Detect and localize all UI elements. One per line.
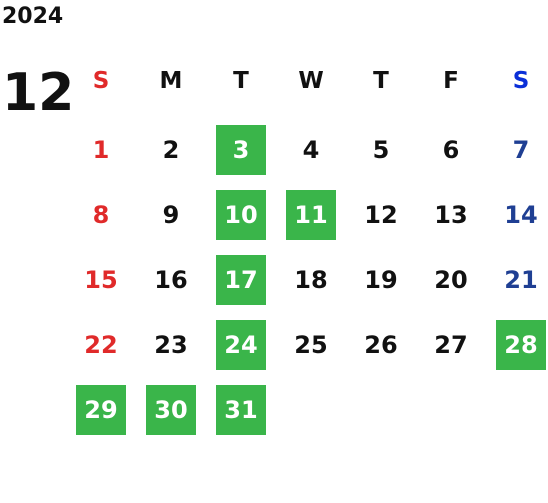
day-cell[interactable]: 6 bbox=[442, 136, 460, 164]
highlighted-day-cell[interactable]: 11 bbox=[286, 190, 336, 240]
highlighted-day-cell[interactable]: 3 bbox=[216, 125, 266, 175]
highlighted-day-cell[interactable]: 17 bbox=[216, 255, 266, 305]
day-cell[interactable]: 12 bbox=[364, 201, 398, 229]
highlighted-day-cell[interactable]: 28 bbox=[496, 320, 546, 370]
day-cell[interactable]: 4 bbox=[302, 136, 320, 164]
weekday-header-tue: T bbox=[233, 68, 249, 94]
day-cell[interactable]: 26 bbox=[364, 331, 398, 359]
day-cell[interactable]: 23 bbox=[154, 331, 188, 359]
day-cell[interactable]: 1 bbox=[92, 136, 110, 164]
day-cell[interactable]: 18 bbox=[294, 266, 328, 294]
weekday-header-mon: M bbox=[159, 68, 183, 94]
day-cell[interactable]: 15 bbox=[84, 266, 118, 294]
weekday-header-fri: F bbox=[443, 68, 459, 94]
day-cell[interactable]: 8 bbox=[92, 201, 110, 229]
day-cell[interactable]: 9 bbox=[162, 201, 180, 229]
month-label: 12 bbox=[2, 63, 75, 123]
day-cell[interactable]: 7 bbox=[512, 136, 530, 164]
highlighted-day-cell[interactable]: 24 bbox=[216, 320, 266, 370]
day-cell[interactable]: 27 bbox=[434, 331, 468, 359]
day-cell[interactable]: 13 bbox=[434, 201, 468, 229]
day-cell[interactable]: 14 bbox=[504, 201, 538, 229]
day-cell[interactable]: 5 bbox=[372, 136, 390, 164]
day-cell[interactable]: 19 bbox=[364, 266, 398, 294]
year-label: 2024 bbox=[2, 4, 64, 29]
weekday-header-wed: W bbox=[298, 68, 324, 94]
highlighted-day-cell[interactable]: 31 bbox=[216, 385, 266, 435]
day-cell[interactable]: 25 bbox=[294, 331, 328, 359]
weekday-header-thu: T bbox=[373, 68, 389, 94]
weekday-header-sat: S bbox=[512, 68, 530, 94]
day-cell[interactable]: 16 bbox=[154, 266, 188, 294]
day-cell[interactable]: 20 bbox=[434, 266, 468, 294]
highlighted-day-cell[interactable]: 10 bbox=[216, 190, 266, 240]
weekday-header-sun: S bbox=[92, 68, 110, 94]
day-cell[interactable]: 2 bbox=[162, 136, 180, 164]
day-cell[interactable]: 22 bbox=[84, 331, 118, 359]
day-cell[interactable]: 21 bbox=[504, 266, 538, 294]
highlighted-day-cell[interactable]: 29 bbox=[76, 385, 126, 435]
highlighted-day-cell[interactable]: 30 bbox=[146, 385, 196, 435]
